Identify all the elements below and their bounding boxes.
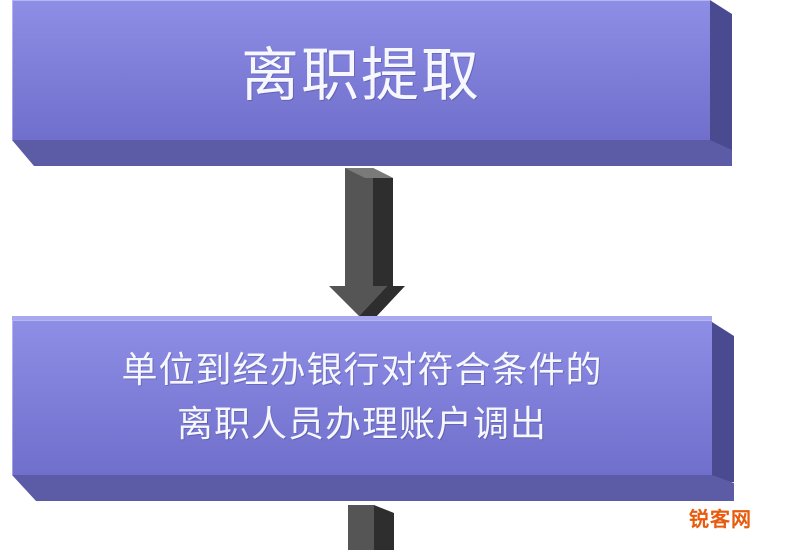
down-arrow-icon <box>329 168 405 318</box>
step2-box-top <box>12 316 712 322</box>
step2-box-bottom <box>12 475 734 501</box>
step1-box-side <box>710 0 732 150</box>
step2-box-side <box>712 322 734 482</box>
step2-line2: 离职人员办理账户调出 <box>176 403 547 445</box>
step1-box-bottom <box>12 140 732 166</box>
step1-label: 离职提取 <box>240 41 481 109</box>
step2-line1: 单位到经办银行对符合条件的 <box>121 349 603 391</box>
step2-text: 单位到经办银行对符合条件的 离职人员办理账户调出 <box>121 344 602 452</box>
watermark-logo: 锐客网 <box>689 507 752 531</box>
step2-box: 单位到经办银行对符合条件的 离职人员办理账户调出 <box>12 320 712 475</box>
down-arrow-icon <box>348 505 394 550</box>
step1-box: 离职提取 <box>12 0 710 140</box>
